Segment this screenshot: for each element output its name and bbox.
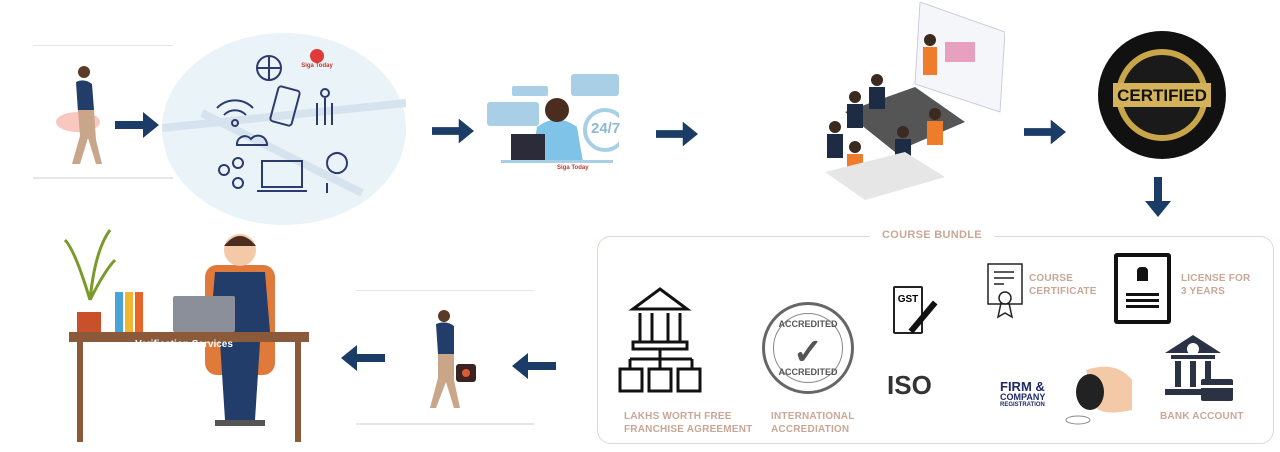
- verification-services-label: Verification Services: [135, 339, 233, 350]
- arrow-right-icon: [115, 112, 159, 138]
- bank-account-label: BANK ACCOUNT: [1160, 411, 1244, 422]
- course-bundle-title: COURSE BUNDLE: [870, 229, 994, 241]
- bank-icon: [1165, 335, 1233, 401]
- walking-person-with-bag-illustration: [430, 310, 476, 408]
- arrow-left-icon: [512, 353, 556, 379]
- license-label: LICENSE FOR 3 YEARS: [1181, 273, 1251, 297]
- gst-document-icon: GST: [893, 286, 923, 334]
- verification-services-illustration: Verification Services: [55, 210, 315, 445]
- team-training-meeting-illustration: [825, 2, 1005, 200]
- hand-stamp-icon: [1065, 366, 1132, 425]
- digital-network-illustration: Siga Today: [161, 33, 407, 225]
- arrow-right-icon: [656, 121, 698, 147]
- franchise-agreement-label: LAKHS WORTH FREE FRANCHISE AGREEMENT: [624, 411, 753, 435]
- firm-company-registration-logo: FIRM & COMPANY REGISTRATION: [1000, 379, 1046, 408]
- siga-today-logo: Siga Today: [557, 165, 589, 171]
- iso-logo: ISO: [887, 370, 932, 400]
- certified-seal: CERTIFIED: [1095, 28, 1229, 162]
- course-certificate-label: COURSE CERTIFICATE: [1029, 273, 1097, 297]
- arrow-right-icon: [432, 118, 474, 144]
- siga-today-logo: Siga Today: [297, 49, 337, 69]
- license-icon: [1114, 253, 1171, 324]
- certificate-icon: [987, 263, 1023, 319]
- arrow-right-icon: [1024, 119, 1066, 145]
- walking-person-illustration: [56, 66, 102, 164]
- arrow-down-icon: [1145, 177, 1171, 217]
- international-accreditation-label: INTERNATIONAL ACCREDIATION: [771, 411, 855, 435]
- accredited-stamp-icon: ACCREDITED ACCREDITED ✓: [762, 302, 854, 394]
- 24-7-badge: 24/7: [591, 120, 621, 137]
- arrow-left-icon: [341, 345, 385, 371]
- customer-support-illustration: 24/7 Siga Today: [487, 72, 627, 176]
- franchise-building-icon: [618, 287, 702, 393]
